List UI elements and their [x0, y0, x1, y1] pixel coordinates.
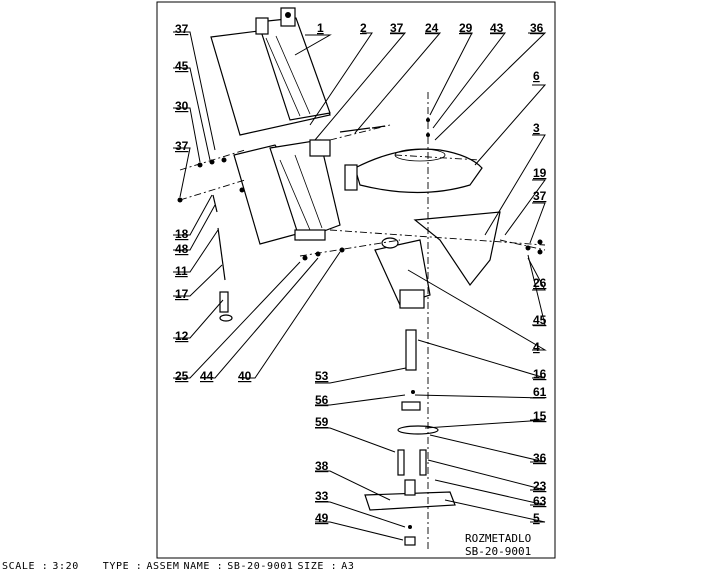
callout-18[interactable]: 18 — [175, 227, 189, 241]
callout-40[interactable]: 40 — [238, 369, 252, 383]
title-block: ROZMETADLO SB-20-9001 — [465, 532, 531, 558]
callout-labels: 1 2 37 24 29 43 36 6 3 19 37 26 45 4 16 … — [175, 21, 547, 525]
callout-56[interactable]: 56 — [315, 393, 329, 407]
callout-25[interactable]: 25 — [175, 369, 189, 383]
callout-5[interactable]: 5 — [533, 511, 540, 525]
callout-43[interactable]: 43 — [490, 21, 504, 35]
callout-3[interactable]: 3 — [533, 121, 540, 135]
callout-61[interactable]: 61 — [533, 385, 547, 399]
upper-hopper-part — [210, 7, 331, 136]
leader-lines — [173, 31, 547, 541]
callout-37-right[interactable]: 37 — [533, 189, 547, 203]
linkage-rod-parts — [212, 194, 233, 322]
size-label: SIZE : — [297, 561, 338, 572]
callout-1[interactable]: 1 — [317, 21, 324, 35]
lower-hopper-part — [233, 139, 341, 245]
type-value: ASSEM — [146, 561, 180, 572]
callout-63[interactable]: 63 — [533, 494, 547, 508]
callout-4[interactable]: 4 — [533, 340, 540, 354]
name-value: SB-20-9001 — [227, 561, 294, 572]
callout-29[interactable]: 29 — [459, 21, 473, 35]
name-label: NAME : — [183, 561, 224, 572]
callout-23[interactable]: 23 — [533, 479, 547, 493]
type-label: TYPE : — [102, 561, 143, 572]
callout-24[interactable]: 24 — [425, 21, 439, 35]
callout-36-lower[interactable]: 36 — [533, 451, 547, 465]
assembly-drawing: 1 2 37 24 29 43 36 6 3 19 37 26 45 4 16 … — [156, 1, 556, 559]
callout-26[interactable]: 26 — [533, 276, 547, 290]
center-lines — [179, 92, 546, 550]
callout-44[interactable]: 44 — [200, 369, 214, 383]
callout-36[interactable]: 36 — [530, 21, 544, 35]
callout-59[interactable]: 59 — [315, 415, 329, 429]
callout-37-left-lower[interactable]: 37 — [175, 139, 189, 153]
callout-2[interactable]: 2 — [360, 21, 367, 35]
callout-12[interactable]: 12 — [175, 329, 189, 343]
fastener-markers — [177, 118, 543, 529]
callout-16[interactable]: 16 — [533, 367, 547, 381]
callout-17[interactable]: 17 — [175, 287, 189, 301]
distributor-cover-part — [344, 148, 483, 194]
callout-49[interactable]: 49 — [315, 511, 329, 525]
drawing-title: ROZMETADLO — [465, 532, 531, 545]
scale-value: 3:20 — [52, 561, 79, 572]
callout-45-right[interactable]: 45 — [533, 313, 547, 327]
scale-label: SCALE : — [2, 561, 49, 572]
callout-15[interactable]: 15 — [533, 409, 547, 423]
callout-19[interactable]: 19 — [533, 166, 547, 180]
sheet-border — [156, 1, 556, 559]
callout-37[interactable]: 37 — [390, 21, 404, 35]
callout-6[interactable]: 6 — [533, 69, 540, 83]
size-value: A3 — [341, 561, 355, 572]
drawing-number: SB-20-9001 — [465, 545, 531, 558]
callout-48[interactable]: 48 — [175, 242, 189, 256]
callout-53[interactable]: 53 — [315, 369, 329, 383]
callout-33[interactable]: 33 — [315, 489, 329, 503]
spout-part — [374, 211, 501, 309]
callout-38[interactable]: 38 — [315, 459, 329, 473]
callout-11[interactable]: 11 — [175, 264, 188, 278]
callout-37-left-top[interactable]: 37 — [175, 22, 189, 36]
callout-30[interactable]: 30 — [175, 99, 189, 113]
callout-45-left[interactable]: 45 — [175, 59, 189, 73]
